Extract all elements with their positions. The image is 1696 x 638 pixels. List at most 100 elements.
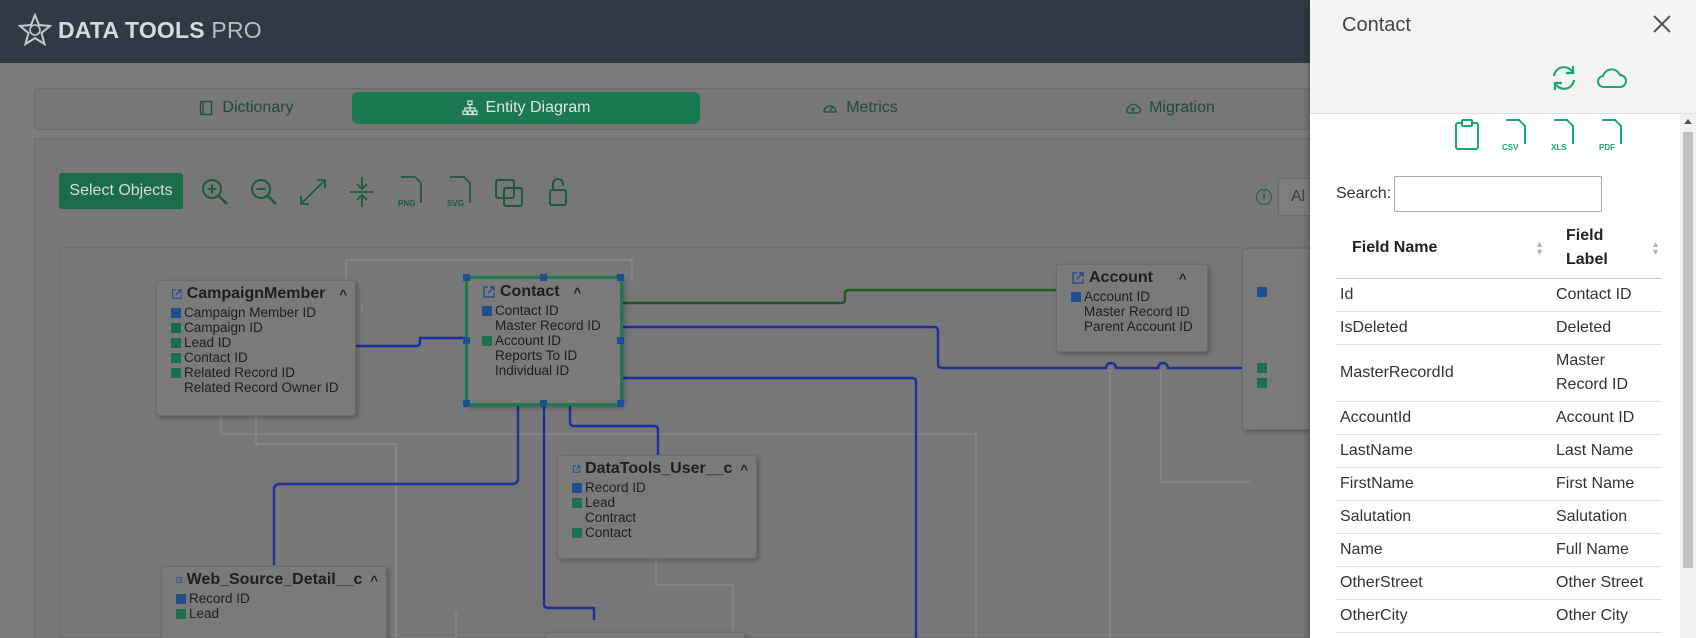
foreign-key-marker (171, 337, 181, 348)
resize-handle[interactable] (617, 337, 624, 344)
entity-campaign-member[interactable]: CampaignMember ^ Campaign Member ID Camp… (156, 280, 356, 416)
layers-button[interactable] (492, 174, 526, 210)
drawer-header: Contact (1310, 0, 1696, 114)
svg-file-icon: SVG (447, 176, 471, 208)
external-link-icon[interactable] (171, 287, 183, 301)
external-link-icon[interactable] (482, 285, 496, 299)
entity-partial-bottom[interactable] (545, 632, 745, 638)
foreign-key-marker (572, 497, 582, 508)
collapse-caret-icon[interactable]: ^ (740, 461, 748, 477)
entity-field: Parent Account ID (1084, 319, 1193, 334)
tab-entity-diagram[interactable]: Entity Diagram (352, 92, 700, 124)
resize-handle[interactable] (463, 274, 470, 281)
search-input[interactable] (1394, 176, 1602, 212)
zoom-in-button[interactable] (198, 174, 232, 210)
select-objects-button[interactable]: Select Objects (59, 173, 183, 209)
close-icon[interactable] (1650, 12, 1674, 36)
app-logo[interactable]: DATA TOOLS PRO (18, 13, 262, 47)
expand-button[interactable] (296, 174, 330, 210)
compress-button[interactable] (345, 174, 379, 210)
tab-dictionary[interactable]: Dictionary (146, 92, 346, 124)
collapse-caret-icon[interactable]: ^ (339, 286, 347, 302)
collapse-caret-icon[interactable]: ^ (573, 284, 582, 300)
field-label-cell: Account ID (1552, 401, 1662, 435)
entity-web-source-detail[interactable]: Web_Source_Detail__c ^ Record ID Lead (161, 566, 387, 638)
search-label: Search: (1336, 185, 1392, 202)
tab-metrics-label: Metrics (846, 99, 898, 116)
field-name-cell: MasterRecordId (1336, 344, 1552, 402)
drawer-scrollbar[interactable] (1680, 114, 1696, 638)
collapse-caret-icon[interactable]: ^ (1179, 270, 1187, 286)
external-link-icon[interactable] (176, 573, 183, 587)
compress-vertical-icon (350, 177, 374, 207)
clipboard-icon[interactable] (1452, 118, 1482, 152)
resize-handle[interactable] (540, 274, 547, 281)
lock-button[interactable] (541, 174, 575, 210)
external-link-icon[interactable] (572, 462, 581, 476)
entity-field: Contact ID (184, 350, 248, 365)
logo-light-text: PRO (211, 16, 262, 43)
resize-handle[interactable] (463, 400, 470, 407)
xls-file-icon[interactable]: XLS (1548, 118, 1578, 152)
entity-contact[interactable]: Contact ^ Contact ID Master Record ID Ac… (465, 276, 623, 406)
primary-key-marker (1257, 287, 1267, 297)
column-header-label: Field Name (1352, 238, 1438, 256)
field-label-cell: Deleted (1552, 311, 1662, 345)
zoom-out-button[interactable] (247, 174, 281, 210)
resize-handle[interactable] (540, 400, 547, 407)
column-header-field-label[interactable]: Field Label▲▼ (1552, 218, 1662, 279)
resize-handle[interactable] (617, 400, 624, 407)
export-svg-button[interactable]: SVG (443, 174, 477, 210)
unlock-icon (549, 178, 567, 206)
cloud-upload-icon (1126, 103, 1142, 114)
info-icon[interactable]: i (1256, 189, 1272, 205)
field-name-cell: OtherStreet (1336, 566, 1552, 600)
resize-handle[interactable] (463, 337, 470, 344)
png-label: PNG (398, 199, 415, 208)
entity-title: Web_Source_Detail__c (186, 571, 363, 588)
external-link-icon[interactable] (1071, 271, 1085, 285)
field-name-cell: Salutation (1336, 500, 1552, 534)
cloud-icon[interactable] (1596, 63, 1628, 93)
pdf-file-icon[interactable]: PDF (1596, 118, 1626, 152)
csv-file-icon[interactable]: CSV (1500, 118, 1530, 152)
scroll-thumb[interactable] (1683, 132, 1693, 568)
sort-icon: ▲▼ (1535, 239, 1544, 257)
entity-field: Record ID (189, 591, 250, 606)
svg-label: SVG (447, 199, 464, 208)
entity-partial-hidden[interactable] (1242, 248, 1322, 430)
layers-icon (495, 179, 523, 207)
foreign-key-marker (482, 335, 492, 346)
refresh-icon[interactable] (1548, 63, 1580, 93)
tab-migration[interactable]: Migration (1070, 92, 1270, 124)
drawer-title: Contact (1342, 14, 1411, 36)
field-label-cell: Full Name (1552, 533, 1662, 567)
entity-datatools-user[interactable]: DataTools_User__c ^ Record ID Lead Contr… (557, 455, 757, 559)
scroll-up-arrow-icon[interactable] (1684, 119, 1692, 124)
column-header-field-name[interactable]: Field Name ▲▼ (1336, 218, 1552, 279)
tab-dictionary-label: Dictionary (222, 99, 294, 116)
entity-account[interactable]: Account ^ Account ID Master Record ID Pa… (1056, 264, 1208, 352)
collapse-caret-icon[interactable]: ^ (370, 572, 378, 588)
export-png-button[interactable]: PNG (394, 174, 428, 210)
column-header-label: Field Label (1566, 226, 1608, 268)
primary-key-marker (171, 307, 181, 318)
entity-field: Related Record Owner ID (184, 380, 339, 395)
field-label-cell: Last Name (1552, 434, 1662, 468)
entity-field: Contact (585, 525, 632, 540)
tab-metrics[interactable]: Metrics (760, 92, 960, 124)
field-name-cell: Name (1336, 533, 1552, 567)
foreign-key-marker (1257, 378, 1267, 388)
tab-migration-label: Migration (1149, 99, 1215, 116)
resize-handle[interactable] (617, 274, 624, 281)
